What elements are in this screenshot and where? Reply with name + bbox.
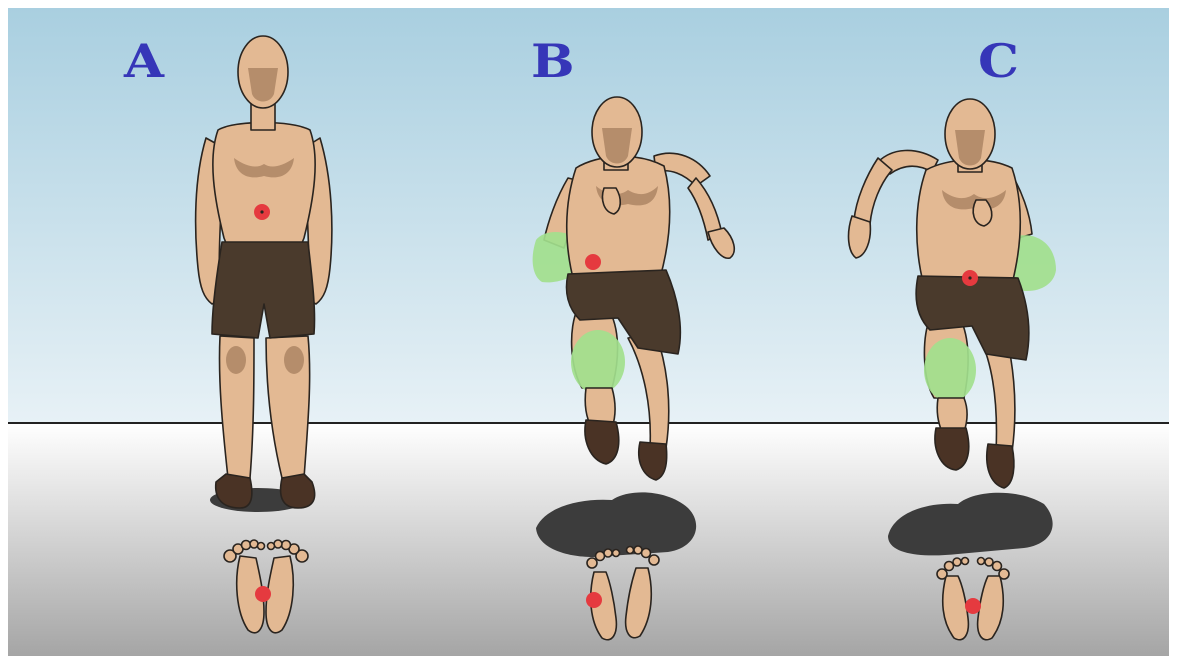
- panel-label-a: A: [124, 38, 164, 84]
- toe: [282, 541, 291, 550]
- toe: [649, 555, 659, 565]
- toe: [627, 547, 634, 554]
- running-pose-illustration: [8, 8, 1169, 656]
- center-of-mass-projection: [965, 598, 981, 614]
- toe: [642, 549, 651, 558]
- center-of-mass-projection: [586, 592, 602, 608]
- toe: [962, 558, 969, 565]
- toe: [953, 558, 961, 566]
- right-knee: [284, 346, 304, 374]
- navel-mark: [968, 276, 971, 279]
- toe: [937, 569, 947, 579]
- right-shoe: [281, 474, 315, 508]
- illustration-frame: A B C: [8, 8, 1169, 656]
- toe: [985, 558, 993, 566]
- torso: [213, 123, 315, 249]
- center-of-mass-dot: [585, 254, 601, 270]
- toe: [242, 541, 251, 550]
- toe: [999, 569, 1009, 579]
- panel-label-c: C: [978, 38, 1019, 84]
- toe: [604, 549, 612, 557]
- center-of-mass-projection: [255, 586, 271, 602]
- toe: [258, 543, 265, 550]
- toe: [634, 546, 642, 554]
- torso: [917, 160, 1021, 286]
- left-knee: [226, 346, 246, 374]
- left-knee-highlight: [571, 330, 625, 394]
- toe: [613, 550, 620, 557]
- left-shin: [937, 398, 967, 432]
- torso: [567, 156, 670, 282]
- toe: [268, 543, 275, 550]
- panel-label-b: B: [531, 38, 575, 84]
- toe: [978, 558, 985, 565]
- toe: [596, 552, 605, 561]
- toe: [993, 562, 1002, 571]
- toe: [945, 562, 954, 571]
- left-knee-highlight: [924, 338, 976, 402]
- left-fist: [973, 200, 992, 226]
- toe: [587, 558, 597, 568]
- navel-mark: [260, 210, 263, 213]
